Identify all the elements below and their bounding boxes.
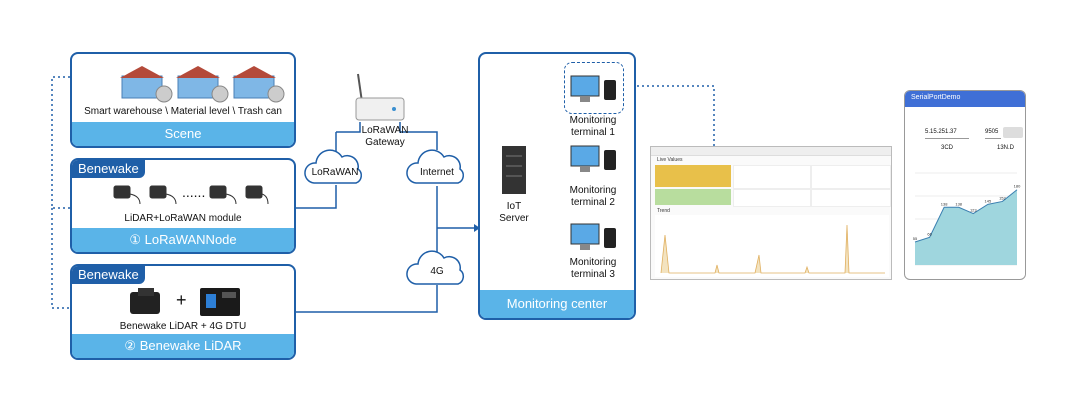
- warehouse-icons: [118, 64, 288, 104]
- 4g-cloud-label: 4G: [430, 266, 444, 277]
- scene-caption: Smart warehouse \ Material level \ Trash…: [84, 106, 282, 117]
- dashboard-topbar: [651, 147, 891, 156]
- phone-chart-data-label: 145: [985, 198, 992, 203]
- plus-sign: +: [176, 290, 187, 310]
- dashboard-live-values: Live Values: [657, 157, 683, 163]
- dashboard-screenshot: Live Values Trend: [650, 146, 892, 280]
- lidar-module-icons: [113, 185, 269, 205]
- computer-icon: [570, 223, 616, 250]
- computer-icon: [570, 75, 616, 102]
- phone-screenshot: SerialPortDemo 5.15.251.37 9505 3CD 13N.…: [904, 90, 1026, 280]
- phone-port-field[interactable]: 9505: [985, 129, 1001, 139]
- dashboard-trend: Trend: [657, 208, 670, 214]
- phone-chart-data-label: 180: [1014, 184, 1021, 189]
- dtu-device-icon: [200, 288, 240, 316]
- phone-chart-line: [914, 189, 1018, 243]
- phone-connect-button[interactable]: [1003, 127, 1023, 138]
- phone-chart-data-label: 138: [941, 201, 948, 206]
- warehouse-icon: [120, 66, 285, 103]
- lidar-bar: ② Benewake LiDAR: [72, 334, 294, 358]
- node-tag: Benewake: [72, 160, 145, 178]
- terminal-1-label-2: terminal 1: [571, 127, 615, 138]
- lorawan-cloud: LoRaWAN: [302, 145, 368, 187]
- 4g-cloud: 4G: [404, 246, 470, 288]
- monitoring-center-box: IoT Server Monitoring terminal 1 Monitor…: [478, 52, 636, 320]
- dashboard-card-5: [811, 189, 891, 207]
- phone-area-chart: 55 66 138 138 123 145 152 180: [907, 163, 1025, 275]
- phone-title: SerialPortDemo: [911, 94, 961, 101]
- dashboard-card-2: [733, 165, 811, 189]
- server-label-1: IoT: [506, 201, 522, 212]
- node-caption: LiDAR+LoRaWAN module: [124, 213, 242, 224]
- phone-chart-data-label: 66: [927, 231, 932, 236]
- phone-chart-data-label: 55: [913, 236, 918, 241]
- cloud-icon: [406, 250, 464, 285]
- dashboard-card-yellow: [655, 165, 731, 187]
- gateway-router-icon: [355, 73, 405, 121]
- phone-chart-data-label: 152: [999, 195, 1006, 200]
- terminal-1-highlight: [564, 62, 624, 114]
- scene-bar: Scene: [72, 122, 294, 146]
- lidar-device-icon: [130, 288, 160, 314]
- server-label-2: Server: [499, 213, 529, 224]
- terminal-2-label-2: terminal 2: [571, 197, 615, 208]
- terminal-3-label-1: Monitoring: [569, 257, 617, 268]
- terminal-1-label-1: Monitoring: [569, 115, 617, 126]
- lidar-caption: Benewake LiDAR + 4G DTU: [119, 321, 247, 332]
- phone-row2-value1: 3CD: [941, 145, 954, 151]
- phone-chart-area: [915, 189, 1017, 265]
- phone-ip-field[interactable]: 5.15.251.37: [925, 129, 969, 139]
- node-bar: ① LoRaWANNode: [72, 228, 294, 252]
- internet-cloud-label: Internet: [420, 167, 454, 178]
- scene-box: Smart warehouse \ Material level \ Trash…: [70, 52, 296, 148]
- phone-chart-data-label: 138: [955, 201, 962, 206]
- phone-chart-data-label: 123: [970, 208, 977, 213]
- internet-cloud: Internet: [404, 145, 470, 187]
- phone-titlebar: SerialPortDemo: [905, 91, 1025, 107]
- lorawan-node-box: Benewake ...... LiDAR+LoRaWAN module ① L…: [70, 158, 296, 254]
- cloud-icon: [304, 149, 362, 184]
- dashboard-card-green: [655, 189, 731, 205]
- terminal-2-label-1: Monitoring: [569, 185, 617, 196]
- dashboard-card-3: [811, 165, 891, 189]
- server-icon: [502, 146, 526, 194]
- monitoring-center-bar: Monitoring center: [480, 290, 634, 318]
- gateway-label-2: Gateway: [365, 137, 405, 148]
- dashboard-card-4: [733, 189, 811, 207]
- node-dots: ......: [182, 184, 206, 200]
- dashboard-trend-chart: [655, 215, 889, 277]
- lorawan-cloud-label: LoRaWAN: [311, 167, 359, 178]
- benewake-lidar-box: Benewake + Benewake LiDAR + 4G DTU ② Ben…: [70, 264, 296, 360]
- gateway-label-1: LoRaWAN: [361, 125, 409, 136]
- lidar-tag: Benewake: [72, 266, 145, 284]
- phone-row2-value2: 13N.D: [997, 145, 1015, 151]
- cloud-icon: [406, 149, 464, 184]
- computer-icon: [570, 145, 616, 172]
- terminal-3-label-2: terminal 3: [571, 269, 615, 280]
